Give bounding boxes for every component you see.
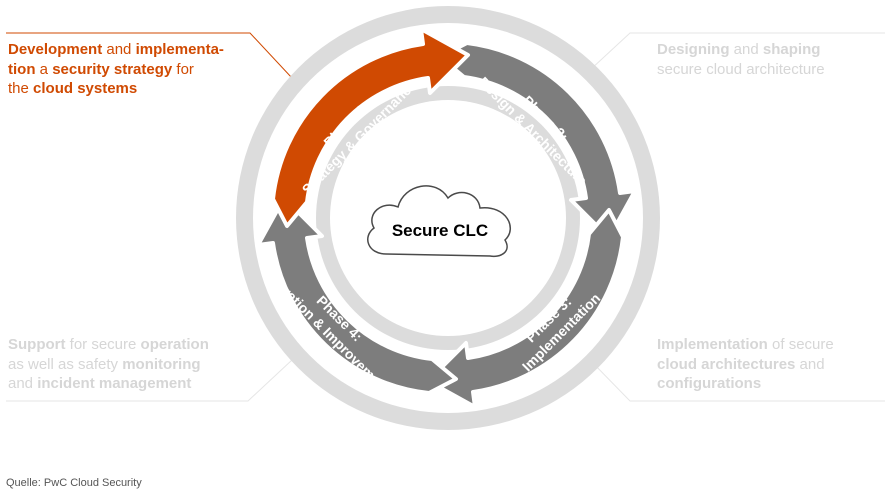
desc1-text: and	[102, 41, 136, 58]
desc1-bold-cloud-systems: cloud systems	[33, 80, 138, 97]
desc1-bold-implementation: implementa-	[135, 41, 224, 58]
desc4-text: for secure	[65, 336, 141, 353]
phase-3-arrow	[426, 208, 625, 409]
source-caption: Quelle: PwC Cloud Security	[6, 477, 142, 489]
desc3-bold-cloud-architectures: cloud architectures	[657, 355, 796, 373]
desc3-bold-implementation: Implementation	[657, 336, 768, 353]
connector-line-phase2	[589, 32, 885, 71]
desc4-bold-monitoring: monitoring	[122, 355, 201, 373]
desc3-bold-configurations: configurations	[657, 375, 762, 392]
desc1-bold-tion: tion	[8, 60, 36, 78]
desc1-text: a	[35, 60, 53, 78]
desc2-text: secure cloud architecture	[657, 60, 825, 78]
center-label: Secure CLC	[392, 221, 488, 240]
description-phase-2: Designing and shaping secure cloud archi…	[657, 40, 877, 79]
connector-line-phase4	[6, 359, 293, 402]
desc1-bold-security-strategy: security strategy	[52, 60, 173, 78]
desc1-text: for	[172, 60, 194, 78]
desc4-text: as well as safety	[8, 355, 123, 373]
desc4-bold-incident-management: incident management	[37, 375, 192, 392]
connector-line-phase3	[589, 359, 885, 402]
desc2-text: and	[729, 41, 763, 58]
desc2-bold-shaping: shaping	[762, 41, 821, 58]
description-phase-3: Implementation of secure cloud architect…	[657, 335, 877, 394]
desc3-text: of secure	[767, 336, 834, 353]
phase-4-arrow	[256, 196, 458, 395]
phase-1-arrow	[271, 27, 470, 228]
desc4-bold-operation: operation	[140, 336, 209, 353]
cloud-icon	[367, 185, 511, 258]
description-phase-4: Support for secure operation as well as …	[8, 335, 248, 394]
desc2-bold-designing: Designing	[657, 41, 730, 58]
desc1-bold-development: Development	[8, 41, 103, 58]
desc4-text: and	[8, 375, 38, 392]
desc3-text: and	[795, 355, 825, 373]
connector-line-phase1	[6, 32, 293, 79]
description-phase-1: Development and implementa- tion a secur…	[8, 40, 258, 99]
desc1-text: the	[8, 80, 34, 97]
desc4-bold-support: Support	[8, 336, 66, 353]
